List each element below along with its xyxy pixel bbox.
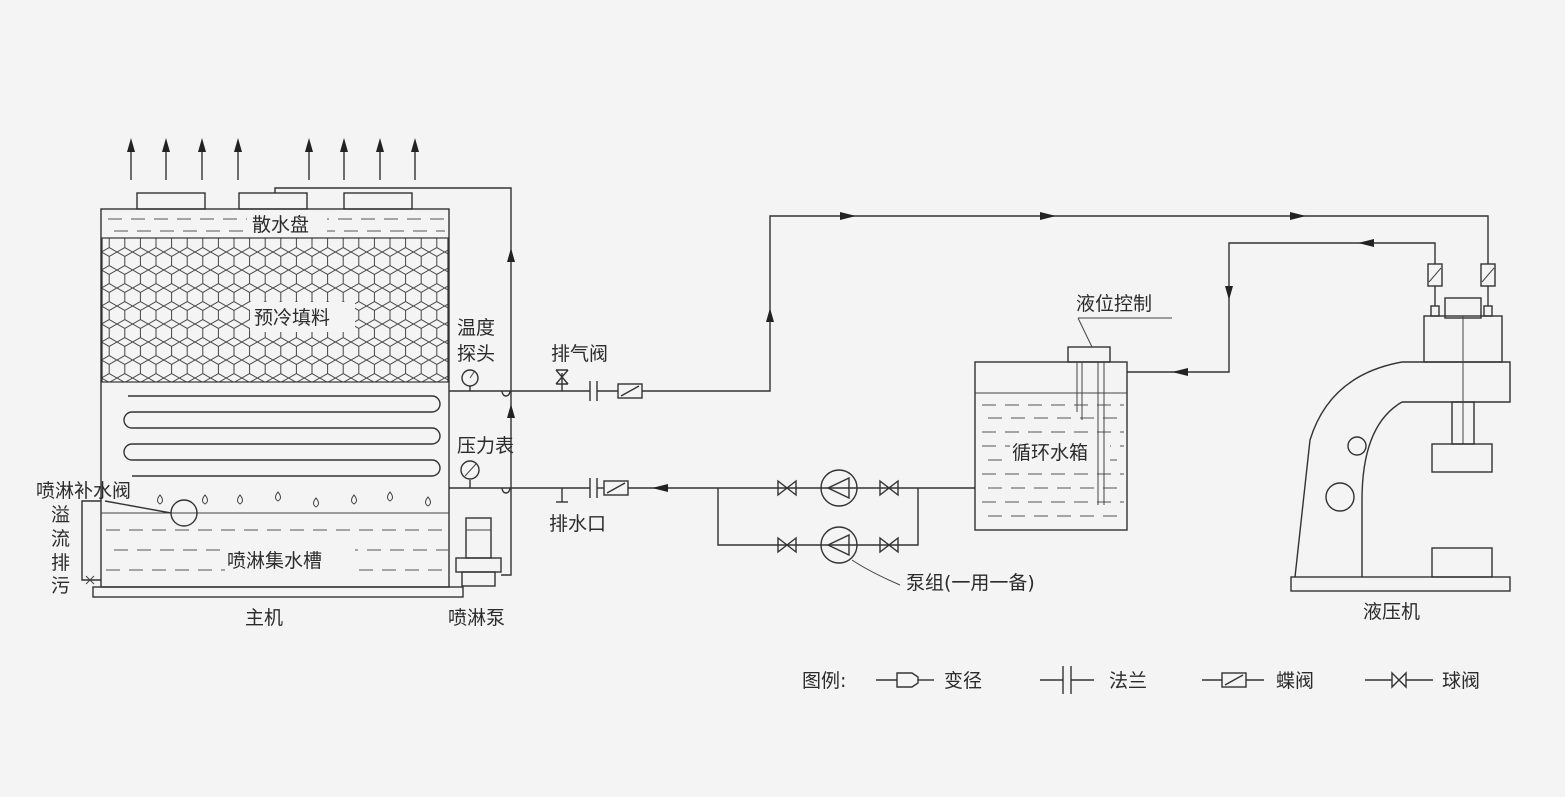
legend-label-reducer: 变径 xyxy=(944,670,982,692)
fill-label-bg xyxy=(250,302,355,332)
temperature-probe-icon xyxy=(461,369,479,387)
main-unit xyxy=(81,192,464,598)
pump-1-icon xyxy=(820,469,858,507)
legend-label-butterfly-valve: 蝶阀 xyxy=(1276,670,1314,692)
circulating-tank xyxy=(974,317,1172,531)
hydraulic-press-label: 液压机 xyxy=(1363,601,1420,623)
temp-probe-label-2: 探头 xyxy=(457,343,495,365)
legend-title: 图例: xyxy=(802,670,846,692)
overflow-label-3: 排 xyxy=(51,552,70,574)
ball-valve-icon xyxy=(1365,671,1433,689)
level-control-label: 液位控制 xyxy=(1076,293,1152,315)
butterfly-valve-icon xyxy=(1202,672,1264,688)
vent-valve-label: 排气阀 xyxy=(551,343,608,365)
tray-label-bg xyxy=(247,210,327,236)
distribution-tray-label: 散水盘 xyxy=(252,214,309,236)
spray-basin-label: 喷淋集水槽 xyxy=(227,550,322,572)
main-unit-label: 主机 xyxy=(245,607,283,629)
supply-pipe xyxy=(449,212,1489,401)
temp-probe-label-1: 温度 xyxy=(457,317,495,339)
pump-2-icon xyxy=(820,526,858,564)
precool-fill-label: 预冷填料 xyxy=(254,307,330,329)
circulating-tank-label: 循环水箱 xyxy=(1012,442,1088,464)
hydraulic-press xyxy=(1290,263,1511,592)
exhaust-arrows xyxy=(127,138,419,180)
pressure-gauge-label: 压力表 xyxy=(457,435,514,457)
drain-outlet-label: 排水口 xyxy=(549,513,606,535)
spray-pump-label: 喷淋泵 xyxy=(448,607,505,629)
legend: 图例: 变径 法兰 蝶阀 球阀 xyxy=(802,666,1480,694)
tank-label-bg xyxy=(1010,440,1110,466)
overflow-label-2: 流 xyxy=(51,528,70,550)
spray-pump xyxy=(274,187,515,587)
flange-icon xyxy=(1040,666,1094,694)
reducer-icon xyxy=(876,672,934,688)
pump-group-label: 泵组(一用一备) xyxy=(906,572,1035,594)
overflow-label-1: 溢 xyxy=(51,504,70,526)
return-pipe xyxy=(449,460,718,503)
overflow-label-4: 污 xyxy=(51,575,70,597)
press-return-pipe xyxy=(1127,239,1436,376)
labels: 散水盘 预冷填料 温度 探头 排气阀 压力表 喷淋补水阀 溢 流 排 污 喷淋集… xyxy=(36,214,1420,629)
pump-group xyxy=(717,469,975,586)
legend-label-flange: 法兰 xyxy=(1109,670,1147,692)
legend-label-ball-valve: 球阀 xyxy=(1442,670,1480,692)
basin-label-bg xyxy=(225,548,355,572)
spray-makeup-valve-label: 喷淋补水阀 xyxy=(36,480,131,502)
pressure-gauge-icon xyxy=(460,460,480,480)
